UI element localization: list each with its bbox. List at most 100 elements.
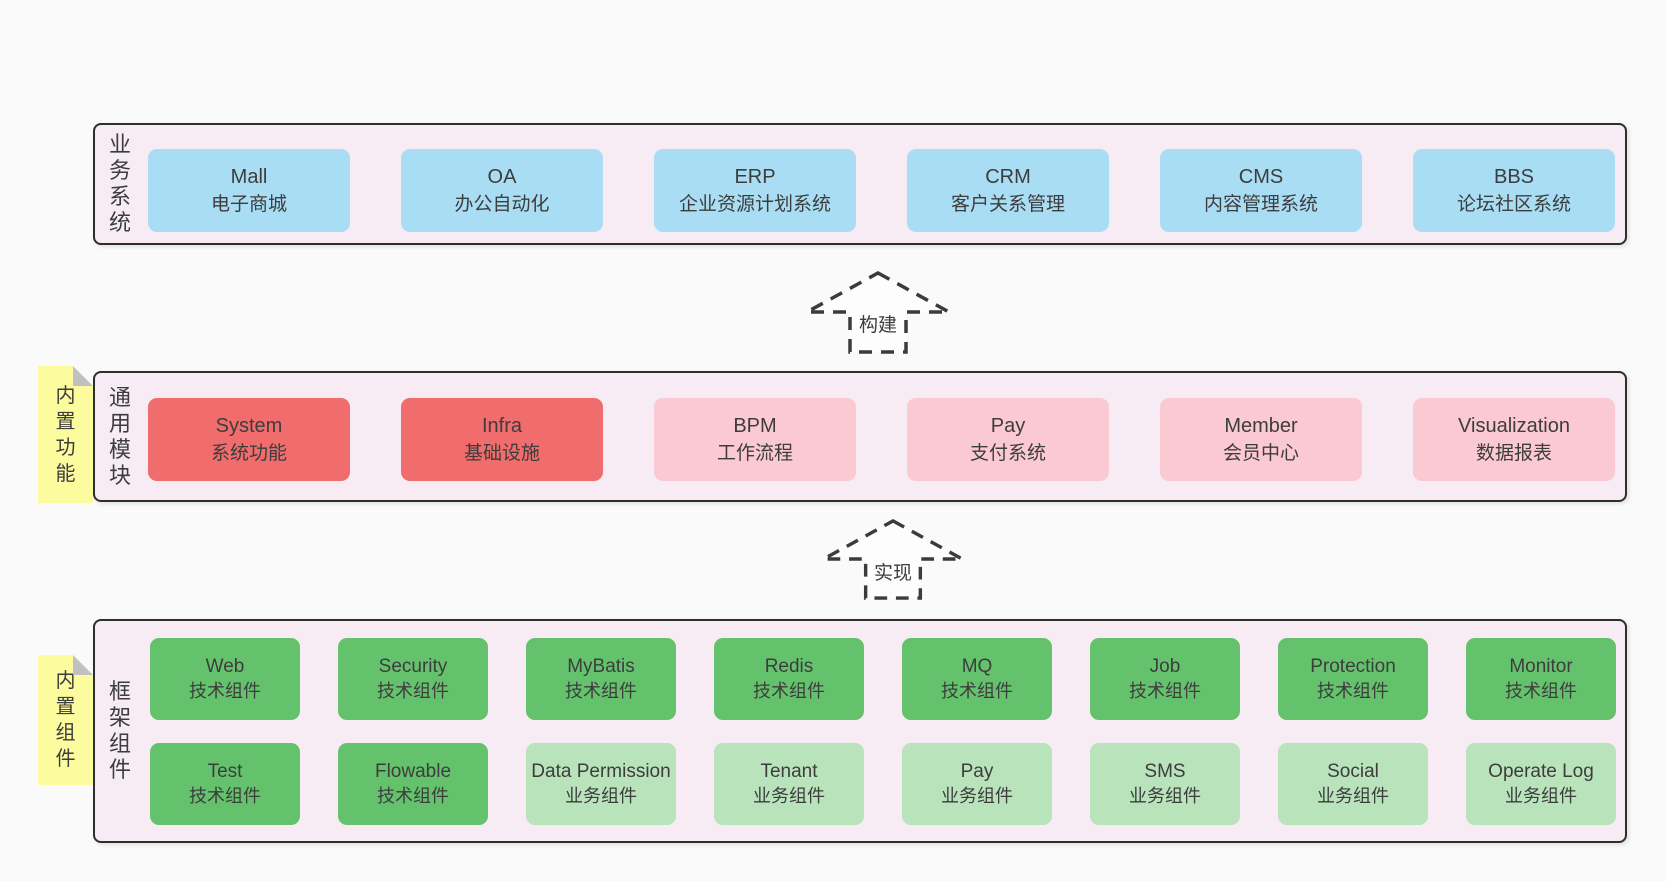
box-desc: 业务组件 — [565, 786, 637, 806]
box-desc: 技术组件 — [189, 681, 261, 701]
box-oa: OA 办公自动化 — [401, 149, 603, 232]
box-name: Security — [378, 656, 448, 677]
box-job: Job 技术组件 — [1090, 638, 1240, 720]
box-desc: 内容管理系统 — [1203, 193, 1318, 215]
box-system: System 系统功能 — [148, 398, 350, 481]
box-name: CRM — [985, 165, 1031, 188]
box-mall: Mall 电子商城 — [148, 149, 350, 232]
box-infra: Infra 基础设施 — [401, 398, 603, 481]
box-bbs: BBS 论坛社区系统 — [1413, 149, 1615, 232]
up-arrow-implement: 实现 — [818, 518, 968, 601]
box-desc: 数据报表 — [1475, 442, 1552, 464]
box-social: Social 业务组件 — [1278, 743, 1428, 825]
box-name: Pay — [960, 761, 994, 782]
box-name: MyBatis — [567, 656, 635, 677]
box-desc: 业务组件 — [941, 786, 1013, 806]
box-mq: MQ 技术组件 — [902, 638, 1052, 720]
box-desc: 业务组件 — [1129, 786, 1201, 806]
box-desc: 基础设施 — [463, 442, 540, 464]
arrow-label-implement: 实现 — [870, 562, 916, 586]
box-name: Job — [1149, 656, 1181, 677]
up-arrow-icon — [822, 518, 964, 600]
sticky-note-builtin-features: 内置功能 — [38, 366, 93, 503]
box-name: System — [215, 414, 283, 437]
box-bpm: BPM 工作流程 — [654, 398, 856, 481]
box-desc: 工作流程 — [716, 442, 793, 464]
box-pay-system: Pay 支付系统 — [907, 398, 1109, 481]
up-arrow-build: 构建 — [803, 270, 953, 355]
components-box-row-1: Web 技术组件 Security 技术组件 MyBatis 技术组件 Redi… — [150, 638, 1616, 720]
box-name: OA — [487, 165, 517, 188]
box-flowable: Flowable 技术组件 — [338, 743, 488, 825]
box-monitor: Monitor 技术组件 — [1466, 638, 1616, 720]
box-desc: 办公自动化 — [454, 193, 550, 215]
sticky-note-builtin-components: 内置组件 — [38, 655, 93, 785]
box-desc: 技术组件 — [377, 786, 449, 806]
box-member: Member 会员中心 — [1160, 398, 1362, 481]
box-name: Data Permission — [531, 761, 671, 782]
section-label-business: 业务系统 — [108, 132, 131, 235]
box-mybatis: MyBatis 技术组件 — [526, 638, 676, 720]
business-box-row: Mall 电子商城 OA 办公自动化 ERP 企业资源计划系统 CRM 客户关系… — [148, 149, 1615, 232]
box-test: Test 技术组件 — [150, 743, 300, 825]
section-common-modules: 通用模块 System 系统功能 Infra 基础设施 BPM 工作流程 Pay… — [93, 371, 1627, 502]
box-desc: 业务组件 — [753, 786, 825, 806]
section-label-modules: 通用模块 — [108, 384, 131, 488]
note-text: 内置组件 — [55, 670, 76, 770]
box-name: Web — [205, 656, 245, 677]
note-text: 内置功能 — [55, 384, 76, 485]
box-name: Monitor — [1509, 656, 1573, 677]
box-name: Redis — [764, 656, 814, 677]
box-name: Visualization — [1458, 414, 1570, 437]
box-name: Pay — [990, 414, 1026, 437]
box-name: ERP — [734, 165, 776, 188]
box-name: Member — [1224, 414, 1298, 437]
box-desc: 系统功能 — [210, 442, 287, 464]
box-desc: 技术组件 — [1505, 681, 1577, 701]
box-operate-log: Operate Log 业务组件 — [1466, 743, 1616, 825]
box-pay-component: Pay 业务组件 — [902, 743, 1052, 825]
box-redis: Redis 技术组件 — [714, 638, 864, 720]
box-name: BPM — [733, 414, 777, 437]
box-desc: 技术组件 — [377, 681, 449, 701]
box-name: Mall — [230, 165, 268, 188]
box-name: CMS — [1238, 165, 1284, 188]
box-desc: 技术组件 — [1129, 681, 1201, 701]
box-desc: 技术组件 — [753, 681, 825, 701]
box-desc: 支付系统 — [969, 442, 1046, 464]
box-desc: 技术组件 — [941, 681, 1013, 701]
box-visualization: Visualization 数据报表 — [1413, 398, 1615, 481]
section-framework-components: 框架组件 Web 技术组件 Security 技术组件 MyBatis 技术组件… — [93, 619, 1627, 843]
box-desc: 技术组件 — [189, 786, 261, 806]
modules-box-row: System 系统功能 Infra 基础设施 BPM 工作流程 Pay 支付系统… — [148, 398, 1615, 481]
box-name: Infra — [481, 414, 523, 437]
box-desc: 会员中心 — [1222, 442, 1299, 464]
box-name: Social — [1327, 761, 1379, 782]
box-desc: 客户关系管理 — [950, 193, 1065, 215]
box-name: BBS — [1493, 165, 1535, 188]
box-sms: SMS 业务组件 — [1090, 743, 1240, 825]
box-name: MQ — [961, 656, 993, 677]
box-crm: CRM 客户关系管理 — [907, 149, 1109, 232]
box-name: Flowable — [374, 761, 452, 782]
box-name: Tenant — [760, 761, 818, 782]
box-desc: 业务组件 — [1317, 786, 1389, 806]
box-name: Test — [207, 761, 243, 782]
box-name: SMS — [1144, 761, 1186, 782]
box-desc: 技术组件 — [1317, 681, 1389, 701]
box-desc: 技术组件 — [565, 681, 637, 701]
box-name: Operate Log — [1488, 761, 1594, 782]
box-cms: CMS 内容管理系统 — [1160, 149, 1362, 232]
box-protection: Protection 技术组件 — [1278, 638, 1428, 720]
section-label-components: 框架组件 — [108, 679, 131, 782]
arrow-label-build: 构建 — [855, 314, 901, 338]
box-desc: 电子商城 — [210, 193, 287, 215]
box-security: Security 技术组件 — [338, 638, 488, 720]
box-desc: 企业资源计划系统 — [678, 193, 831, 215]
box-erp: ERP 企业资源计划系统 — [654, 149, 856, 232]
box-desc: 业务组件 — [1505, 786, 1577, 806]
components-box-row-2: Test 技术组件 Flowable 技术组件 Data Permission … — [150, 743, 1616, 825]
box-name: Protection — [1310, 656, 1396, 677]
section-business-systems: 业务系统 Mall 电子商城 OA 办公自动化 ERP 企业资源计划系统 CRM… — [93, 123, 1627, 245]
